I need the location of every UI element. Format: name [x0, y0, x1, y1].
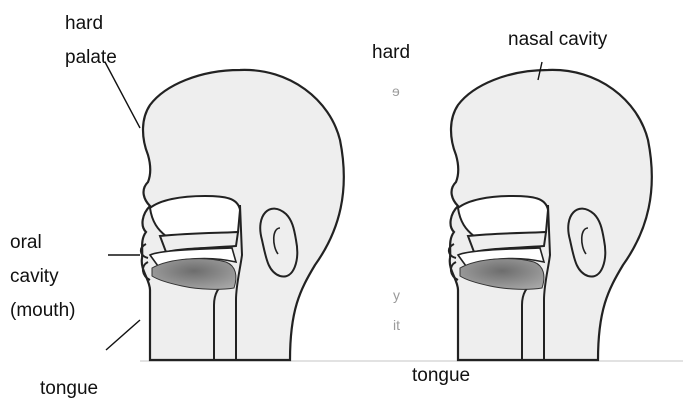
fragment-a: ɘ	[392, 84, 400, 98]
label-palate: palate	[65, 47, 117, 69]
label-tongue-left: tongue	[40, 378, 98, 400]
fragment-c: it	[393, 318, 400, 332]
fragment-b: y	[393, 288, 400, 302]
label-nasal-cavity: nasal cavity	[508, 29, 607, 51]
hard-palate-leader	[105, 62, 140, 128]
label-mouth: (mouth)	[10, 300, 75, 322]
label-oral: oral	[10, 232, 42, 254]
label-hard-right: hard	[372, 42, 410, 64]
label-hard: hard	[65, 13, 103, 35]
label-cavity: cavity	[10, 266, 59, 288]
label-tongue-right: tongue	[412, 365, 470, 387]
right-head-illustration	[449, 70, 652, 360]
tongue-leader	[106, 320, 140, 350]
left-head-illustration	[141, 70, 344, 360]
